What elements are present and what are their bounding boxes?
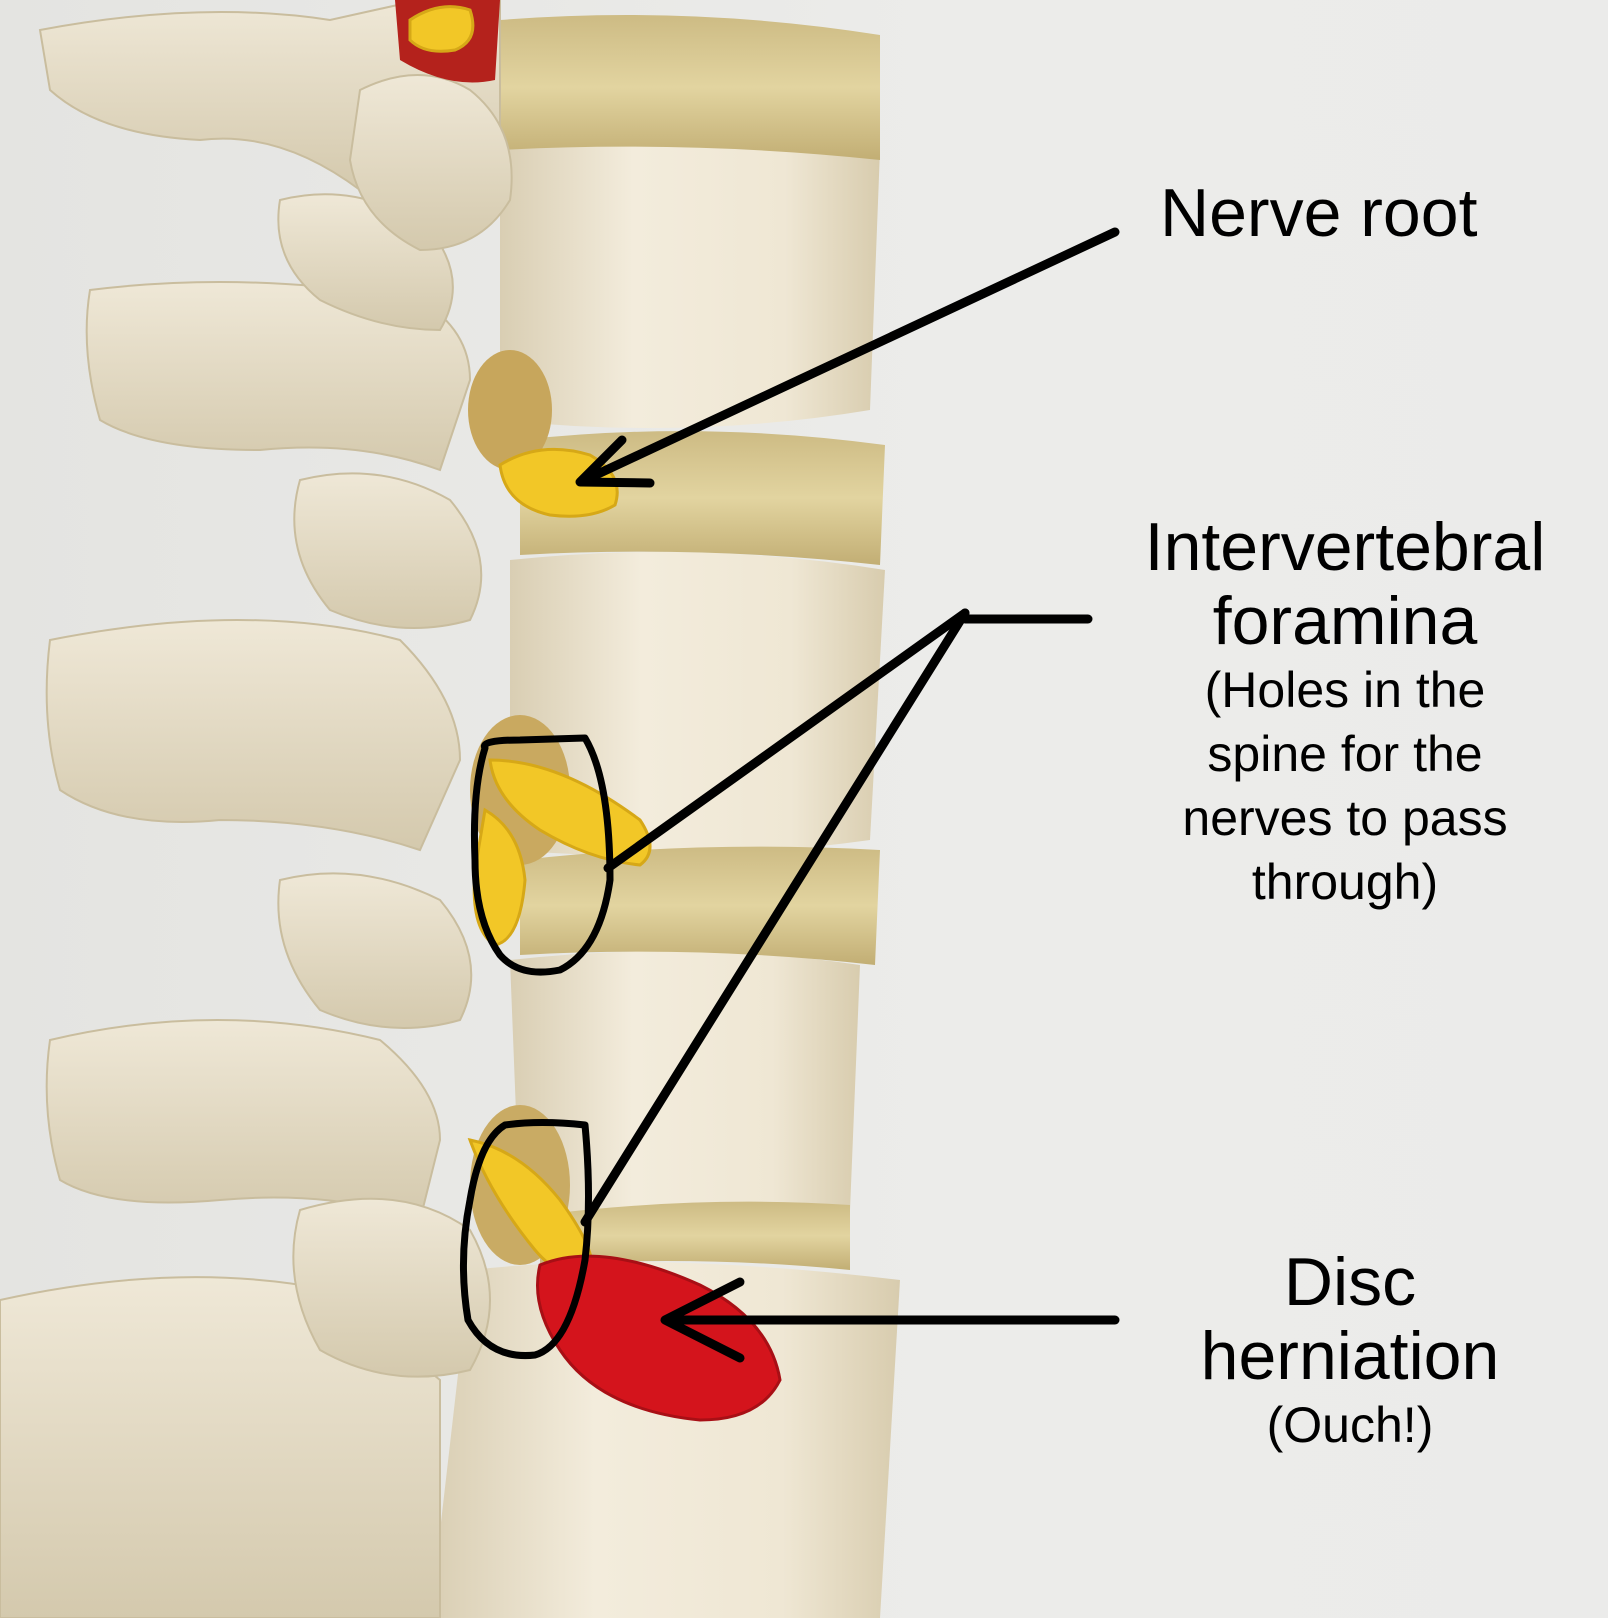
foramina-title-line-1: Intervertebral [1144,509,1546,585]
vertebra-body-3 [510,951,860,1224]
foramen-circle-2 [459,1119,592,1360]
foramina-note-line-2: spine for the [1207,726,1483,782]
posterior-processes [0,0,513,1618]
nerve-root-1 [498,447,619,518]
label-disc-herniation: Disc herniation (Ouch!) [1155,1245,1545,1457]
disc-title-line-1: Disc [1283,1244,1417,1320]
foramina-note-line-4: through) [1251,854,1439,910]
nerve-root-arrow-line [580,227,1120,485]
label-nerve-root: Nerve root [1160,176,1477,250]
disc-1 [500,15,880,160]
foramina-pointer-2 [580,608,970,1227]
nerve-root-2b [472,807,527,947]
nerve-roots [408,5,652,1278]
vertebra-body-1 [500,132,880,428]
nerve-root-text: Nerve root [1160,175,1478,251]
disc-4 [540,1201,850,1270]
foramina-pointer-1 [603,608,970,873]
foramina-note-line-3: nerves to pass [1182,790,1508,846]
foramina-note-line-1: (Holes in the [1204,662,1486,718]
nerve-root-arrowhead [575,435,655,488]
disc-note: (Ouch!) [1266,1397,1434,1453]
disc-herniation-arrowhead [660,1277,745,1363]
annotation-lines [459,227,1120,1363]
disc-3 [520,846,880,965]
label-intervertebral-foramina: Intervertebral foramina (Holes in the sp… [1120,510,1570,914]
disc-title-line-2: herniation [1200,1318,1500,1394]
foramen-circle-1 [470,734,614,976]
foramina-title-line-2: foramina [1212,583,1478,659]
nerve-root-top [408,5,475,53]
